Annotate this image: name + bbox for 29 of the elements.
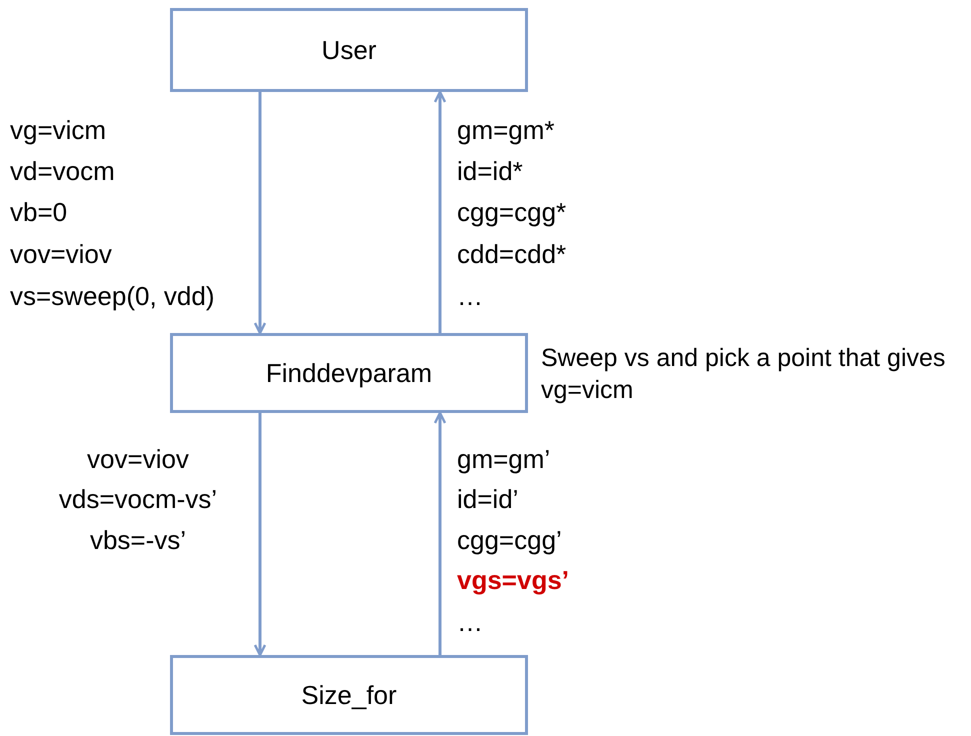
parameter-text: vg=vicm: [10, 115, 106, 145]
parameter-text: vb=0: [10, 197, 68, 227]
parameter-text: vov=viov: [10, 239, 112, 269]
parameter-text: vds=vocm-vs’: [58, 484, 218, 514]
node-label: Size_for: [301, 680, 397, 710]
parameter-text: cgg=cgg’: [457, 525, 562, 555]
node-label: User: [322, 34, 376, 66]
parameter-text: gm=gm’: [457, 444, 550, 474]
arrow: [434, 90, 446, 333]
parameter-text: id=id’: [457, 484, 518, 514]
parameter-text: vs=sweep(0, vdd): [10, 281, 214, 311]
parameter-text: vov=viov: [86, 444, 190, 474]
parameter-text: id=id*: [457, 156, 523, 186]
arrow: [254, 92, 266, 334]
arrow: [254, 413, 266, 656]
parameter-text: cgg=cgg*: [457, 197, 566, 227]
annotation-text: Sweep vs and pick a point that gives vg=vicm: [541, 343, 946, 406]
process-box: [170, 8, 528, 92]
parameter-text: cdd=cdd*: [457, 239, 566, 269]
parameter-text: …: [457, 281, 483, 311]
arrow: [434, 412, 446, 655]
process-box: [170, 655, 528, 735]
node-label: Finddevparam: [266, 358, 432, 388]
parameter-text: …: [457, 607, 483, 637]
parameter-text: vd=vocm: [10, 156, 115, 186]
parameter-text: vgs=vgs’: [457, 565, 570, 595]
parameter-text: vbs=-vs’: [88, 525, 188, 555]
parameter-text: gm=gm*: [457, 115, 555, 145]
process-box: [170, 333, 528, 413]
